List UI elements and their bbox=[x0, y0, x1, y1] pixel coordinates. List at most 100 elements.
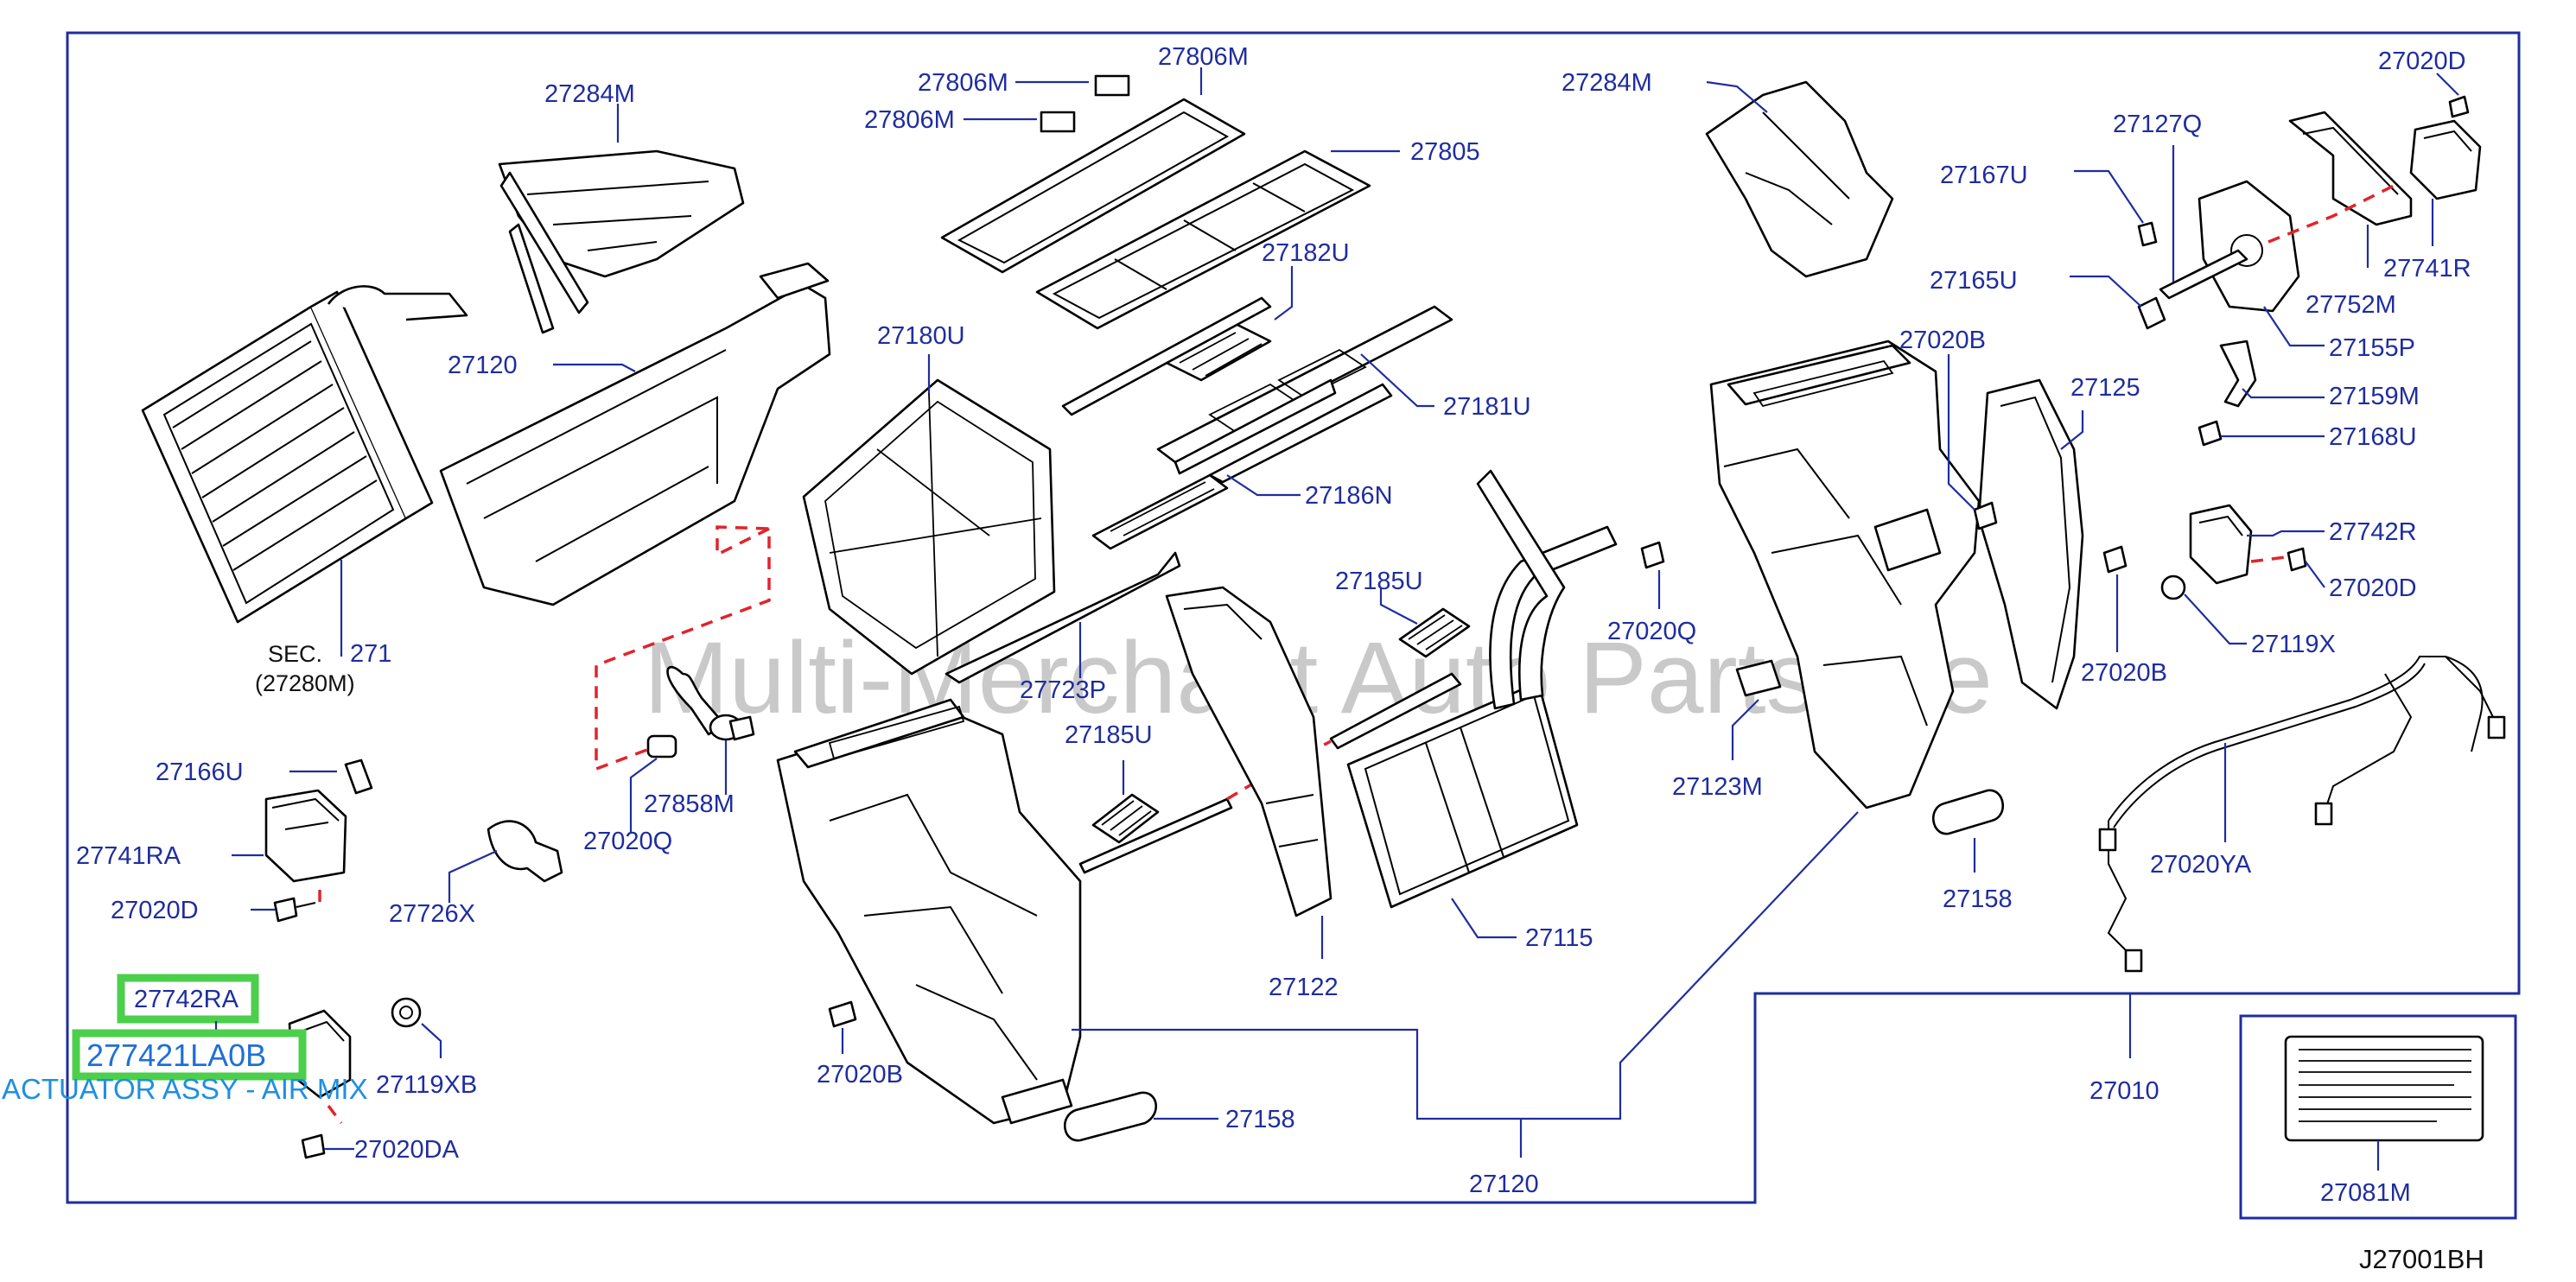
label-27020B: 27020B bbox=[817, 1061, 903, 1088]
label-27168U: 27168U bbox=[2329, 423, 2417, 451]
label-27155P: 27155P bbox=[2329, 334, 2415, 362]
clip-27020B-right-a bbox=[1973, 501, 1998, 530]
harness-27020YA bbox=[2098, 656, 2506, 973]
dashed-guide-left bbox=[595, 525, 771, 771]
label-27020DA: 27020DA bbox=[354, 1136, 460, 1164]
highlight-callout[interactable]: 27742RA bbox=[134, 986, 239, 1013]
label-27806M: 27806M bbox=[918, 69, 1008, 97]
heater-case-upper bbox=[776, 698, 1082, 1125]
diagram-frame bbox=[66, 31, 2521, 1204]
screw-27020D-right-top bbox=[2448, 95, 2470, 118]
diagram-code: J27001BH bbox=[2359, 1244, 2484, 1274]
seal-27158-center bbox=[1063, 1091, 1158, 1142]
highlight-group[interactable]: 27742RA 277421LA0B ACTUATOR ASSY - AIR M… bbox=[2, 974, 368, 1105]
sensor-27726X bbox=[487, 820, 563, 883]
label-27020B: 27020B bbox=[1899, 327, 1986, 354]
label-27119X: 27119X bbox=[2251, 631, 2336, 658]
shaft-27182U bbox=[1061, 296, 1272, 416]
screw-thread-left bbox=[296, 902, 316, 908]
label-27182U: 27182U bbox=[1262, 239, 1350, 267]
actuator-27741RA bbox=[264, 789, 347, 883]
leader-27182U bbox=[1274, 266, 1294, 320]
screw-27020D-left bbox=[273, 897, 298, 923]
clip-27020Q-right bbox=[1640, 541, 1665, 569]
dashed-guide-27742RA bbox=[327, 1104, 343, 1125]
actuator-27742R bbox=[2189, 504, 2253, 585]
pin-27165U bbox=[2137, 296, 2166, 330]
screw-27020D-right bbox=[2287, 547, 2307, 572]
label-27158: 27158 bbox=[1943, 885, 2013, 913]
duct-27284M-right bbox=[1705, 80, 1894, 278]
aspirator-nozzle bbox=[728, 715, 755, 741]
grommet-27119X bbox=[2160, 574, 2186, 600]
heater-case-lower bbox=[439, 262, 831, 606]
label-27180U: 27180U bbox=[877, 322, 965, 350]
rod-27185U bbox=[1078, 797, 1233, 874]
evaporator-core bbox=[141, 285, 468, 624]
leader-27123M bbox=[1731, 699, 1759, 760]
leader-27165U bbox=[2070, 275, 2142, 308]
label-27280M: (27280M) bbox=[255, 670, 355, 696]
label-27805: 27805 bbox=[1410, 138, 1480, 166]
label-27020YA: 27020YA bbox=[2150, 851, 2252, 879]
label-27122: 27122 bbox=[1269, 974, 1339, 1001]
label-27806M: 27806M bbox=[1158, 43, 1249, 71]
label-27741R: 27741R bbox=[2383, 255, 2471, 282]
label-27181U: 27181U bbox=[1443, 393, 1531, 421]
label-27284M: 27284M bbox=[1562, 69, 1652, 97]
label-27115: 27115 bbox=[1525, 924, 1593, 952]
grommet-hole bbox=[399, 1006, 413, 1019]
highlight-description: ACTUATOR ASSY - AIR MIX bbox=[2, 1073, 368, 1105]
callout-labels: 27284M 27120 SEC. 271 (27280M) 27166U 27… bbox=[76, 43, 2471, 1207]
bracket-27752M bbox=[2288, 111, 2413, 226]
grille-27180U bbox=[802, 378, 1056, 676]
label-27741RA: 27741RA bbox=[76, 842, 181, 870]
rod-upper bbox=[1329, 672, 1462, 750]
bracket-27123M bbox=[1735, 659, 1782, 697]
label-27167U: 27167U bbox=[1940, 162, 2028, 189]
label-27742R: 27742R bbox=[2329, 518, 2417, 546]
clip-27020B-center bbox=[828, 1000, 857, 1028]
leader-27020D-right bbox=[2305, 561, 2325, 588]
seal-27158-right bbox=[1931, 789, 2005, 835]
label-27020Q: 27020Q bbox=[1607, 618, 1696, 645]
highlight-box-27742RA[interactable] bbox=[117, 974, 259, 1024]
leader-27119X bbox=[2184, 593, 2247, 645]
leader-27119XB bbox=[421, 1023, 442, 1058]
seal-27125 bbox=[1977, 378, 2084, 710]
link-27127Q bbox=[2159, 249, 2248, 300]
leader-27181U bbox=[1360, 353, 1434, 408]
aspirator-hose-27858M bbox=[666, 665, 726, 736]
highlight-part-number[interactable]: 277421LA0B bbox=[86, 1038, 266, 1073]
label-27020D: 27020D bbox=[111, 897, 199, 924]
leader-27186N bbox=[1226, 474, 1301, 497]
grille-27185U-bottom-slats bbox=[1101, 800, 1152, 836]
label-27166U: 27166U bbox=[156, 758, 244, 786]
label-27120: 27120 bbox=[1469, 1171, 1539, 1198]
dashed-guide-27742R bbox=[2250, 555, 2287, 563]
leader-27284M-right bbox=[1706, 80, 1768, 113]
label-27186N: 27186N bbox=[1305, 482, 1393, 510]
inset-frame-27081M bbox=[2239, 1014, 2517, 1220]
label-27185U: 27185U bbox=[1335, 568, 1423, 595]
label-27726X: 27726X bbox=[389, 900, 475, 928]
pin-27167U bbox=[2137, 221, 2158, 247]
leader-27742R bbox=[2247, 530, 2325, 537]
label-sec: SEC. bbox=[268, 641, 322, 667]
duct-27284M-left bbox=[498, 149, 745, 334]
block-27806M-b bbox=[1040, 111, 1076, 133]
dashed-guide-right-top bbox=[2268, 184, 2395, 244]
label-sheet-27081M bbox=[2284, 1035, 2484, 1142]
filter-27805 bbox=[940, 98, 1371, 330]
leader-27115 bbox=[1451, 898, 1517, 939]
clip-27020Q-left bbox=[646, 734, 677, 758]
leader-27155P bbox=[2263, 306, 2325, 347]
label-27125: 27125 bbox=[2070, 374, 2140, 402]
leader-27020Q-left bbox=[629, 758, 658, 834]
label-27858M: 27858M bbox=[644, 790, 735, 818]
highlight-box-part-number[interactable] bbox=[72, 1029, 307, 1081]
door-27181U bbox=[1156, 305, 1453, 475]
screw-27020DA bbox=[301, 1133, 326, 1159]
label-27158: 27158 bbox=[1225, 1106, 1295, 1133]
